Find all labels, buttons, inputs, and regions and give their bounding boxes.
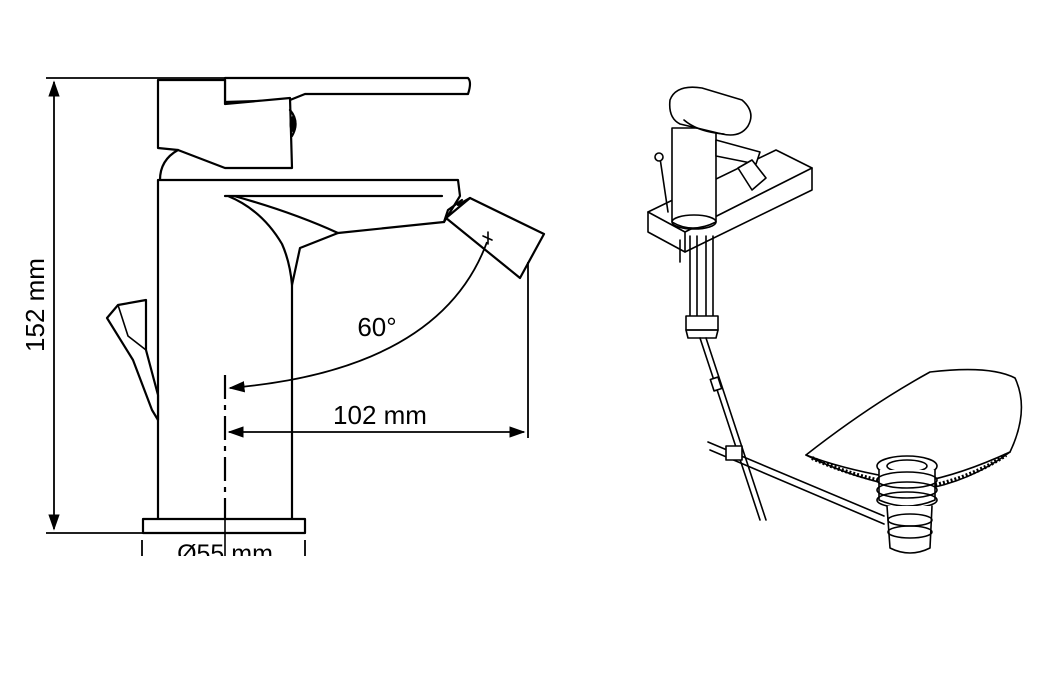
hose-coupling — [709, 376, 723, 392]
iso-faucet-body — [671, 127, 717, 229]
reach-label: 102 mm — [333, 400, 427, 430]
pipe-nut-lower — [685, 329, 719, 339]
drain-assembly — [876, 455, 938, 554]
hose — [699, 337, 761, 521]
linkage-clip — [725, 445, 743, 461]
cartridge-knob-dot — [289, 116, 297, 132]
lever-handle — [223, 76, 472, 104]
counter-plate-edges — [647, 167, 813, 253]
linkage-rod-2 — [709, 449, 885, 525]
isometric-view — [647, 86, 1023, 554]
iso-nozzle — [737, 159, 767, 191]
iso-spout — [715, 139, 761, 165]
spout-swoosh — [223, 194, 444, 287]
angle-label: 60° — [357, 312, 396, 342]
cartridge-block — [156, 78, 294, 170]
height-dimension: 152 mm — [20, 77, 225, 534]
neck-curve — [158, 148, 180, 182]
faucet-base — [141, 517, 307, 535]
supply-pipes — [689, 235, 714, 319]
iso-lever — [668, 86, 752, 136]
side-view-faucet — [105, 76, 546, 560]
spout-top — [156, 178, 462, 522]
reach-dimension: 102 mm — [227, 262, 529, 438]
bidet-nozzle — [442, 196, 546, 280]
popup-rod-facet — [117, 304, 147, 351]
iso-lever-edge — [683, 119, 725, 135]
angle-dimension: 60° — [228, 241, 488, 393]
iso-faucet-base — [671, 214, 717, 230]
hose-2 — [705, 337, 767, 521]
iso-popup-knob — [659, 157, 669, 213]
label-clip — [120, 556, 330, 586]
iso-popup-ball — [654, 152, 664, 162]
popup-rod — [105, 298, 160, 422]
height-label: 152 mm — [20, 258, 50, 352]
pipe-nut — [685, 315, 719, 331]
